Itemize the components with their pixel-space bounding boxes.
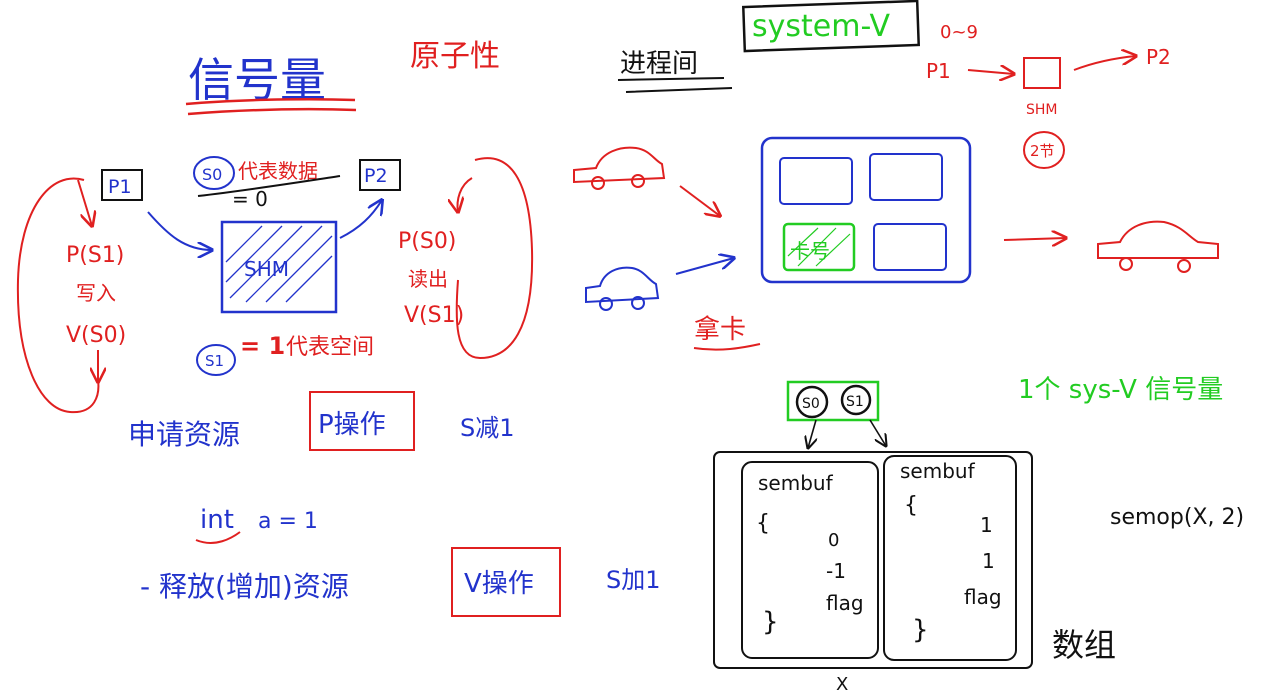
right-diagram: 进程间 system-V 0~9 P1 P2 SHM 2节 xyxy=(573,0,1244,695)
writer-arrow-top xyxy=(77,179,92,226)
writer-step-write: 写入 xyxy=(76,281,116,305)
grab-card: 拿卡 xyxy=(694,315,746,345)
writer-step-v: V(S0) xyxy=(66,323,126,348)
parking-spot-4 xyxy=(873,223,947,271)
subtitle-atomicity: 原子性 xyxy=(410,39,500,74)
semop-call: semop(X, 2) xyxy=(1110,505,1244,530)
array-label: 数组 xyxy=(1052,626,1116,664)
arrow-right-shm-p2 xyxy=(1073,56,1136,71)
parking-spot-1 xyxy=(779,157,853,205)
writer-step-p: P(S1) xyxy=(66,243,124,268)
car-top-left xyxy=(573,146,666,190)
system-v-box xyxy=(741,0,921,53)
p2-label: P2 xyxy=(364,165,388,187)
s1-value: = 1 xyxy=(240,332,285,360)
sembuf-right-brace-open: { xyxy=(904,493,918,518)
shm-label: SHM xyxy=(244,257,289,281)
s1-circle xyxy=(196,344,236,376)
size-circle xyxy=(1023,131,1065,169)
v-operation-box xyxy=(451,547,561,617)
one-sysv-semaphore: 1个 sys-V 信号量 xyxy=(1018,375,1223,405)
s0-sem-circle xyxy=(795,385,829,419)
ipc-underline xyxy=(617,77,733,93)
car-bottom-left xyxy=(585,266,660,311)
right-p1: P1 xyxy=(926,59,951,83)
sembuf-left-brace-close: } xyxy=(762,607,779,637)
ipc-label: 进程间 xyxy=(620,49,698,79)
car-right xyxy=(1097,220,1219,273)
right-shm-box xyxy=(1023,57,1061,89)
p-operation-box xyxy=(309,391,415,451)
sem-pair-box xyxy=(786,380,880,422)
sembuf-right-flag: flag xyxy=(964,585,1002,609)
release-resource: - 释放(增加)资源 xyxy=(140,570,349,603)
arrow-car-top xyxy=(679,185,720,216)
reader-step-v: V(S1) xyxy=(404,303,464,328)
card-text: 卡号 xyxy=(790,239,830,263)
sembuf-array-outer xyxy=(713,451,1033,669)
right-shm-label: SHM xyxy=(1026,102,1058,118)
sembuf-left-brace-open: { xyxy=(756,511,770,536)
sembuf-left-box xyxy=(741,461,879,659)
parking-spot-3-hatch xyxy=(787,227,851,267)
shm-box xyxy=(220,220,338,314)
arrow-right-p1-shm xyxy=(967,70,1014,74)
sembuf-right-op: 1 xyxy=(982,549,995,573)
v-operation: V操作 xyxy=(464,569,534,599)
s-increment: S加1 xyxy=(606,566,661,594)
sembuf-right-num: 1 xyxy=(980,513,993,537)
p-operation: P操作 xyxy=(318,410,386,440)
system-v-label: system-V xyxy=(752,9,891,44)
arrow-car-bottom xyxy=(675,258,734,275)
s0-value: = 0 xyxy=(232,187,268,211)
s1-sem-label: S1 xyxy=(846,394,864,410)
range-label: 0~9 xyxy=(940,22,978,43)
writer-loop xyxy=(16,177,100,414)
s0-sem-label: S0 xyxy=(802,396,820,412)
parking-spot-3 xyxy=(782,222,856,272)
s0-note: 代表数据 xyxy=(238,159,318,183)
int-underline xyxy=(195,531,241,544)
arrow-sem-right xyxy=(869,419,886,446)
parking-lot xyxy=(760,136,972,284)
sembuf-left-num: 0 xyxy=(828,530,839,551)
p1-label: P1 xyxy=(108,176,132,198)
array-x-label: X xyxy=(836,674,848,695)
parking-spot-2 xyxy=(869,153,943,201)
arrow-p1-to-shm xyxy=(147,211,212,250)
grab-card-underline xyxy=(693,343,761,351)
arrow-to-car-right xyxy=(1003,238,1066,240)
reader-loop xyxy=(455,157,534,360)
int-rest: a = 1 xyxy=(258,509,318,534)
title-underline xyxy=(185,97,357,116)
s1-sem-circle xyxy=(840,384,872,416)
p2-box xyxy=(359,159,401,191)
left-diagram: 信号量 原子性 P1 P2 S0 代表数据 = 0 SHM S1 xyxy=(16,39,661,617)
shm-hatch xyxy=(225,225,333,303)
sembuf-left-label: sembuf xyxy=(758,471,834,495)
sembuf-right-label: sembuf xyxy=(900,459,976,483)
apply-resource: 申请资源 xyxy=(128,418,240,451)
s0-badge-label: S0 xyxy=(202,165,222,184)
sembuf-right-brace-close: } xyxy=(912,615,929,645)
reader-step-read: 读出 xyxy=(408,267,448,291)
sembuf-right-box xyxy=(883,455,1017,661)
s0-circle xyxy=(193,156,235,190)
sembuf-left-op: -1 xyxy=(826,559,846,583)
sembuf-left-flag: flag xyxy=(826,591,864,615)
s-decrement: S减1 xyxy=(460,414,515,442)
arrow-sem-left xyxy=(808,419,816,448)
size-label: 2节 xyxy=(1030,142,1055,160)
arrow-shm-to-p2 xyxy=(339,200,382,239)
s1-badge-label: S1 xyxy=(205,352,224,370)
reader-arrow xyxy=(458,177,473,212)
right-p2: P2 xyxy=(1146,45,1171,69)
int-keyword: int xyxy=(200,505,234,535)
reader-step-p: P(S0) xyxy=(398,229,456,254)
p1-box xyxy=(101,169,143,201)
s1-note: 代表空间 xyxy=(286,335,374,360)
s0-underline xyxy=(197,175,341,197)
